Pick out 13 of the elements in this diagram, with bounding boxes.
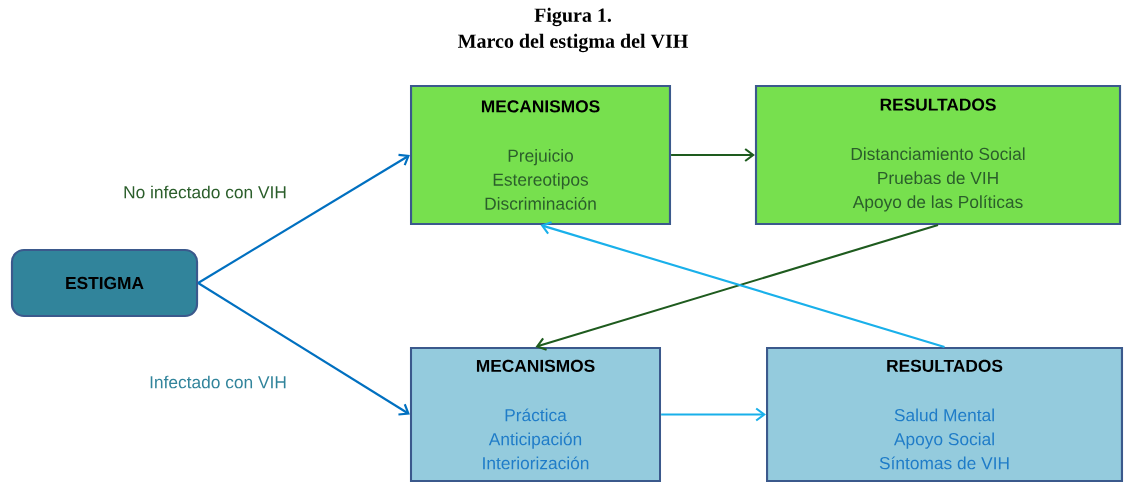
process-box: MECANISMOS Práctica Anticipación Interiorización	[409, 346, 662, 483]
figure-number: Figura 1.	[534, 7, 611, 27]
arrow	[197, 282, 410, 416]
process-box: RESULTADOS Salud Mental Apoyo Social Síntomas de VIH	[765, 346, 1124, 483]
process-box: RESULTADOS Distanciamiento Social Pruebas de VIH Apoyo de las Políticas	[754, 84, 1122, 226]
edge-label: Infectado con VIH	[150, 375, 286, 389]
rounded-box: ESTIGMA	[10, 248, 199, 318]
arrow	[671, 148, 755, 162]
figure-title: Marco del estigma del VIH	[458, 33, 688, 53]
process-box: MECANISMOS Prejuicio Estereotipos Discriminación	[409, 84, 672, 226]
arrow	[197, 153, 410, 284]
arrow	[661, 407, 766, 422]
edge-label: No infectado con VIH	[124, 185, 286, 199]
